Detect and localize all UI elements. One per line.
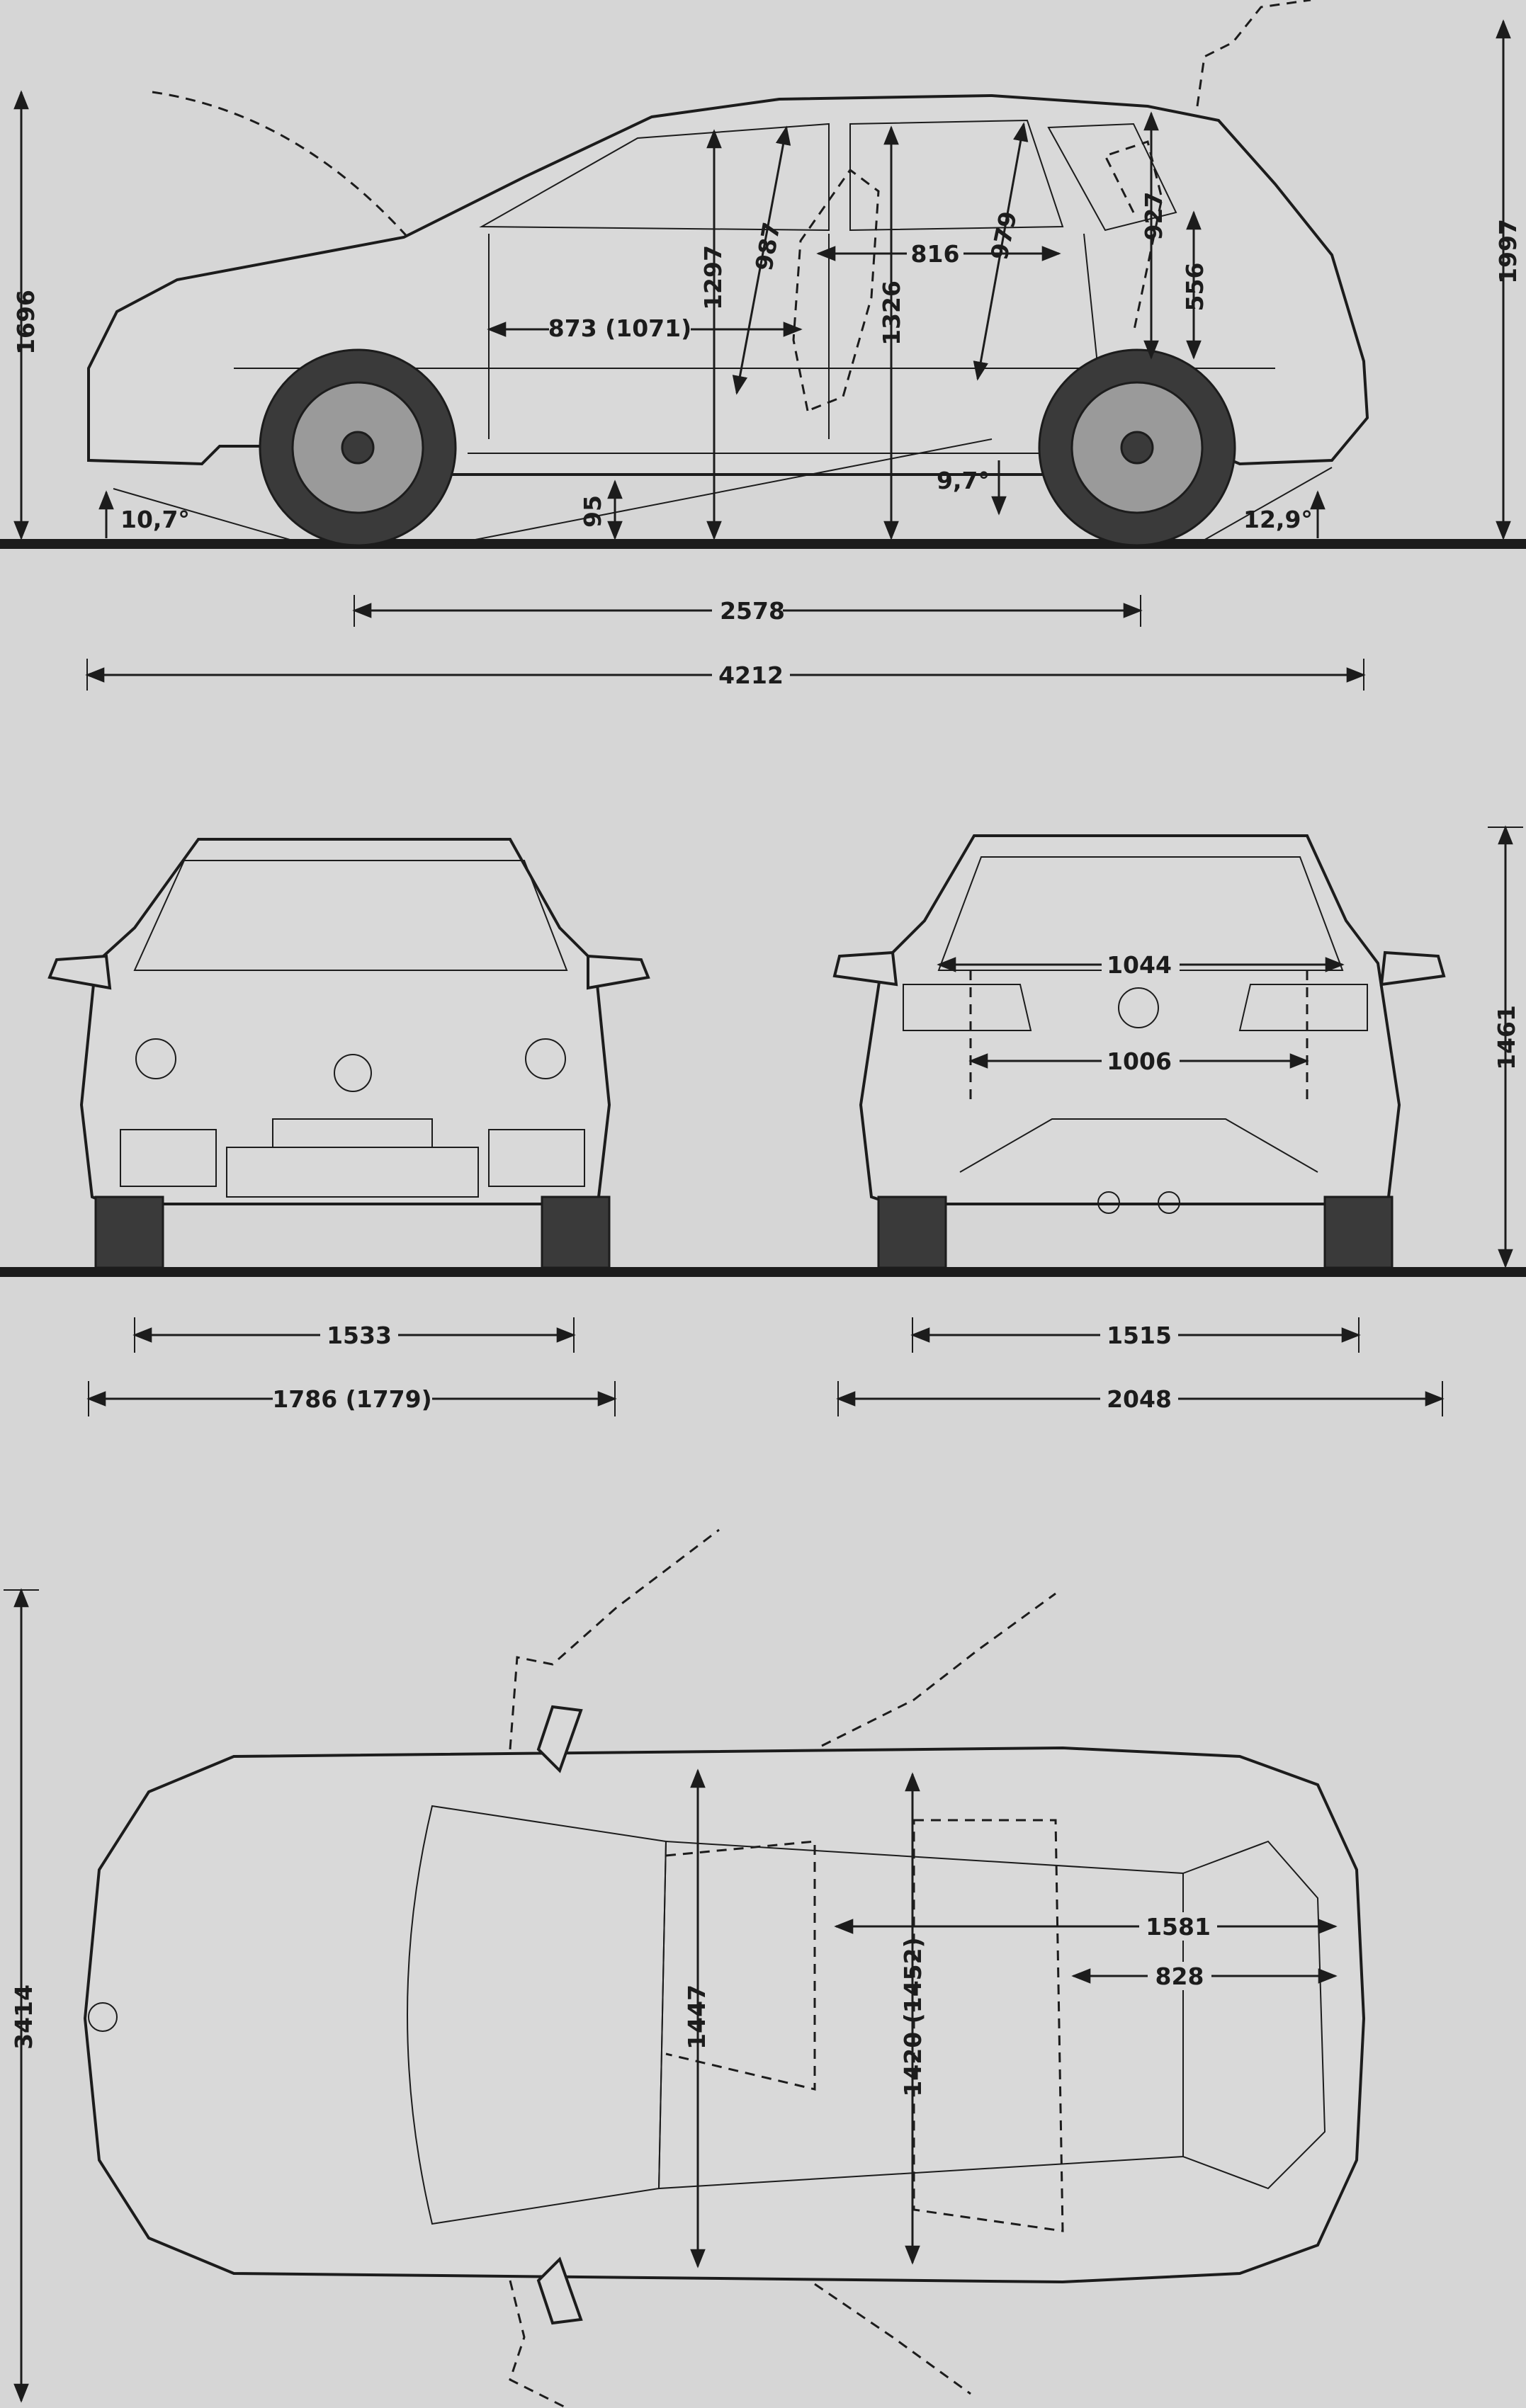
ramp-angle-line <box>453 438 993 545</box>
top-door-arc-front-left <box>509 1528 720 1750</box>
dim-width-bg <box>273 1385 432 1413</box>
dim-ground-clearance-label: 95 <box>579 495 606 528</box>
rear-tyre-left <box>877 1196 947 1269</box>
rear-mirror-right <box>1379 950 1446 987</box>
dim-interior-height-label: 1326 <box>878 280 905 346</box>
dim-front-headroom-label: 1297 <box>699 245 727 310</box>
top-rear-window <box>1182 1840 1326 2190</box>
dim-approach-angle-label: 10,7° <box>120 506 190 533</box>
dim-rear-track-bg <box>1100 1321 1178 1349</box>
rear-body-outline <box>859 834 1401 1205</box>
top-seat-outlines <box>665 1819 1064 2232</box>
dim-doors-open-label: 3414 <box>10 1984 38 2050</box>
rear-mirror-left <box>832 950 898 987</box>
front-wheel-hub <box>341 431 375 465</box>
top-mirror-right <box>536 2256 583 2325</box>
dim-rear-seat-spacing-label: 816 <box>911 240 960 268</box>
front-headlight-right <box>525 1038 566 1079</box>
front-view: 1533 1786 (1779) <box>0 838 1526 1416</box>
dim-rear-track-label: 1515 <box>1107 1322 1172 1349</box>
rear-badge-icon <box>1118 987 1159 1028</box>
dim-side-height-label: 1696 <box>12 290 40 355</box>
top-mirror-left <box>536 1705 583 1773</box>
dim-rear-headroom-line <box>973 122 1029 381</box>
dim-rear-opening-top-bg <box>1102 950 1180 979</box>
rear-exhaust-left <box>1097 1191 1120 1214</box>
front-body-outline <box>79 838 611 1205</box>
rear-taillight-left <box>903 984 1032 1031</box>
dim-height-label: 1461 <box>1493 1005 1520 1070</box>
dim-rear-shoulder-label: 1420 (1452) <box>899 1937 927 2096</box>
dim-front-legroom-label: 873 (1071) <box>548 314 691 342</box>
departure-angle-line <box>1197 467 1333 545</box>
hood-open-arc <box>152 91 412 242</box>
top-view: 3414 1447 1420 (1452) 1581 828 <box>4 1528 1366 2408</box>
rear-diffuser <box>959 1118 1318 1173</box>
dim-rear-opening-bottom-label: 1006 <box>1107 1047 1172 1075</box>
dim-front-track-bg <box>320 1321 398 1349</box>
front-fog-left <box>120 1129 217 1187</box>
dim-width-mirrors-label: 2048 <box>1107 1385 1172 1413</box>
rear-view: 1044 1006 1461 1515 2048 <box>832 825 1523 1416</box>
dim-front-seat-height-line <box>732 125 791 395</box>
dim-front-shoulder-label: 1447 <box>683 1984 711 2050</box>
front-fog-right <box>488 1129 585 1187</box>
dim-cargo-short-label: 828 <box>1155 1963 1204 1990</box>
dim-front-legroom-bg <box>549 312 691 341</box>
top-front-badge-icon <box>88 2002 118 2032</box>
dim-rear-opening-bottom-bg <box>1102 1047 1180 1075</box>
dim-side-height-mirror-label: 1997 <box>1494 219 1522 284</box>
hatch-open-arc <box>1196 0 1311 107</box>
dim-departure-angle-label: 12,9° <box>1243 506 1313 533</box>
side-view: 1696 1997 10,7° 95 873 (1071) 1297 987 1… <box>0 0 1526 691</box>
dim-overall-length-bg <box>712 660 790 688</box>
dim-cargo-length-label: 1581 <box>1146 1913 1211 1941</box>
front-mirror-right <box>587 954 650 990</box>
front-windshield <box>133 860 568 971</box>
dim-ramp-angle-label: 9,7° <box>937 467 990 494</box>
front-badge-icon <box>334 1054 372 1092</box>
dim-loading-edge-label: 556 <box>1181 263 1209 312</box>
top-windshield <box>407 1805 667 2225</box>
top-door-arc-rear-right <box>814 2283 971 2395</box>
top-body-outline <box>83 1746 1366 2284</box>
front-headlight-left <box>135 1038 176 1079</box>
dim-cargo-short-bg <box>1148 1962 1211 1990</box>
rear-taillight-right <box>1238 984 1368 1031</box>
front-lower-grille <box>226 1147 479 1198</box>
dim-rear-opening-top-label: 1044 <box>1107 951 1172 979</box>
dim-cargo-length-bg <box>1139 1912 1217 1941</box>
dim-rear-seat-spacing-bg <box>907 237 963 266</box>
rear-tyre-right <box>1323 1196 1394 1269</box>
dim-width-mirrors-bg <box>1100 1385 1178 1413</box>
front-tyre-left <box>94 1196 164 1269</box>
rear-exhaust-right <box>1158 1191 1180 1214</box>
approach-angle-line <box>113 488 305 545</box>
dim-width-label: 1786 (1779) <box>272 1385 431 1413</box>
dim-overall-length-label: 4212 <box>718 661 784 689</box>
dim-trunk-opening-label: 927 <box>1140 192 1168 241</box>
top-door-arc-rear-left <box>821 1592 1056 1747</box>
front-tyre-right <box>541 1196 611 1269</box>
front-mirror-left <box>47 954 112 990</box>
dim-wheelbase-bg <box>712 595 783 623</box>
rear-wheel-hub <box>1120 431 1154 465</box>
dim-wheelbase-label: 2578 <box>720 597 785 625</box>
dim-front-track-label: 1533 <box>327 1322 392 1349</box>
